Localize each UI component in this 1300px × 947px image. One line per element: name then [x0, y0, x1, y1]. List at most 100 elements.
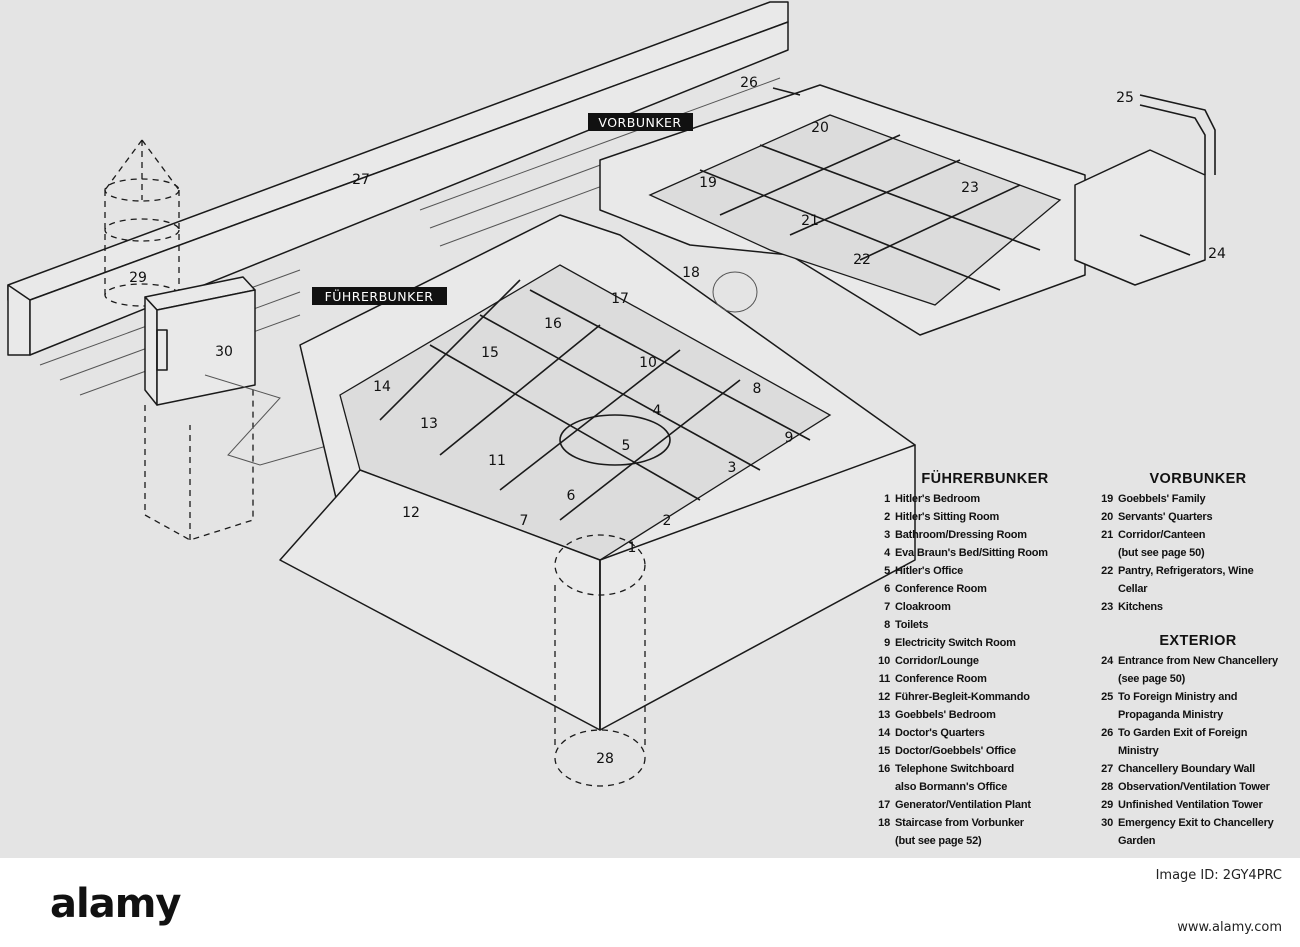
legend-item-number: 16 [878, 763, 890, 775]
legend-item-text: Bathroom/Dressing Room [895, 529, 1027, 541]
room-number: 5 [622, 438, 631, 454]
watermark-footer: alamy Image ID: 2GY4PRC www.alamy.com [0, 858, 1300, 947]
legend-item-number: 24 [1101, 655, 1113, 667]
legend-item-number: 8 [884, 619, 890, 631]
watermark-url: www.alamy.com [1177, 920, 1282, 935]
legend-item-number: 17 [878, 799, 890, 811]
legend-item: 28 Observation/Ventilation Tower [1093, 778, 1300, 796]
room-number: 10 [639, 355, 657, 371]
legend-item-number: 22 [1101, 565, 1113, 577]
legend-item-number: 29 [1101, 799, 1113, 811]
legend-item: 30 Emergency Exit to Chancellery [1093, 814, 1300, 832]
legend-item: 23 Kitchens [1093, 598, 1300, 616]
legend-item-text: Telephone Switchboard [895, 763, 1015, 775]
legend-item-continuation: also Bormann's Office [895, 781, 1008, 793]
legend-item-number: 19 [1101, 493, 1113, 505]
room-number: 6 [567, 488, 576, 504]
room-number: 22 [853, 252, 871, 268]
legend-item-number: 7 [884, 601, 890, 613]
legend-item-text: Emergency Exit to Chancellery [1118, 817, 1274, 829]
room-number: 24 [1208, 246, 1226, 262]
legend-title: FÜHRERBUNKER [921, 471, 1049, 487]
legend-item-number: 30 [1101, 817, 1113, 829]
tag-vorbunker: VORBUNKER [588, 113, 693, 131]
room-number: 4 [653, 403, 662, 419]
tag-fuhrerbunker: FÜHRERBUNKER [312, 287, 447, 305]
legend-item-text: To Garden Exit of Foreign [1118, 727, 1248, 739]
room-number: 19 [699, 175, 717, 191]
room-number: 27 [352, 172, 370, 188]
watermark-image-id: Image ID: 2GY4PRC [1155, 868, 1282, 883]
legend-item-text: Conference Room [895, 583, 987, 595]
legend-item-number: 28 [1101, 781, 1113, 793]
room-number: 1 [628, 540, 637, 556]
legend-item-text: Pantry, Refrigerators, Wine [1118, 565, 1254, 577]
legend-item-number: 10 [878, 655, 890, 667]
bunker-diagram: VORBUNKER FÜHRERBUNKER 1 2 3 4 5 6 7 8 9… [7, 1, 1226, 787]
legend-item-text: Goebbels' Bedroom [895, 709, 996, 721]
legend-item-number: 20 [1101, 511, 1113, 523]
room-number: 23 [961, 180, 979, 196]
legend-item-text: Unfinished Ventilation Tower [1118, 799, 1263, 811]
legend-item-text: Chancellery Boundary Wall [1118, 763, 1256, 775]
legend-item-text: Corridor/Lounge [895, 655, 979, 667]
legend-item-number: 15 [878, 745, 890, 757]
room-number: 14 [373, 379, 391, 395]
legend-item-number: 18 [878, 817, 890, 829]
room-number: 16 [544, 316, 562, 332]
legend-item-text: Führer-Begleit-Kommando [895, 691, 1030, 703]
legend-item-continuation: Propaganda Ministry [1118, 709, 1223, 721]
legend-item-text: Goebbels' Family [1118, 493, 1206, 505]
room-number: 17 [611, 291, 629, 307]
legend-item-text: Corridor/Canteen [1118, 529, 1206, 541]
emergency-exit-block [144, 276, 341, 541]
legend-item-text: Doctor's Quarters [895, 727, 985, 739]
legend-item-number: 23 [1101, 601, 1113, 613]
room-number: 13 [420, 416, 438, 432]
legend-item-text: Kitchens [1118, 601, 1163, 613]
legend-list: 19 Goebbels' Family 20 Servants' Quarters 21… [1093, 490, 1300, 616]
svg-text:FÜHRERBUNKER: FÜHRERBUNKER [325, 288, 434, 304]
legend-item-text: Eva Braun's Bed/Sitting Room [895, 547, 1048, 559]
vorbunker-block [599, 84, 1216, 336]
legend-item-text: Hitler's Office [895, 565, 964, 577]
room-number: 11 [488, 453, 506, 469]
legend-item: 20 Servants' Quarters [1093, 508, 1300, 526]
observation-tower [554, 580, 646, 787]
legend-item: 26 To Garden Exit of Foreign [1093, 724, 1300, 742]
legend-item: 29 Unfinished Ventilation Tower [1093, 796, 1300, 814]
legend-title: EXTERIOR [1159, 633, 1237, 649]
legend-item-number: 26 [1101, 727, 1113, 739]
room-number: 18 [682, 265, 700, 281]
legend-item: 18 Staircase from Vorbunker [870, 814, 1100, 832]
room-number: 28 [596, 751, 614, 767]
svg-text:VORBUNKER: VORBUNKER [598, 115, 681, 130]
legend-item-continuation: Cellar [1118, 583, 1148, 595]
room-number: 20 [811, 120, 829, 136]
room-number: 12 [402, 505, 420, 521]
legend-item-text: Servants' Quarters [1118, 511, 1213, 523]
legend-item-continuation: Ministry [1118, 745, 1159, 757]
legend-item: 16 Telephone Switchboard [870, 760, 1100, 778]
legend-item-text: Observation/Ventilation Tower [1118, 781, 1270, 793]
legend-item: 10 Corridor/Lounge [870, 652, 1100, 670]
legend-item-number: 5 [884, 565, 890, 577]
legend-item-text: Staircase from Vorbunker [895, 817, 1024, 829]
legend-item-number: 27 [1101, 763, 1113, 775]
room-number: 29 [129, 270, 147, 286]
fuhrerbunker-block [279, 214, 916, 731]
